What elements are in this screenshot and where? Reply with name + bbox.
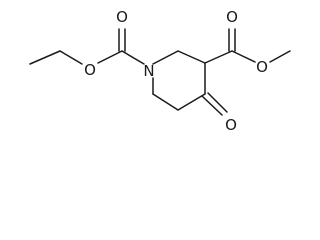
- bond-o-ethyl-ch2: [59, 50, 83, 65]
- atom-oxygen-ketone: O: [225, 116, 237, 134]
- atom-labels: N O O O O O: [84, 8, 268, 134]
- atom-nitrogen: N: [143, 62, 154, 80]
- chemical-structure: N O O O O O: [29, 8, 291, 134]
- bond-group: [29, 28, 291, 116]
- atom-oxygen-methyl-ester: O: [256, 58, 268, 76]
- bond-ester-o: [231, 50, 256, 63]
- bond-c2-c3: [177, 50, 206, 64]
- bond-n-c2: [152, 50, 179, 65]
- bond-ketone-double-a: [201, 95, 223, 116]
- atom-oxygen-carbamate-carbonyl: O: [116, 8, 128, 26]
- atom-oxygen-methyl-ester-carbonyl: O: [226, 8, 238, 26]
- bond-ethyl-ch3: [29, 50, 61, 65]
- bond-c5-c6: [152, 93, 179, 111]
- atom-oxygen-carbamate-ester: O: [84, 61, 96, 79]
- bond-o-methyl: [269, 50, 291, 63]
- bond-c4-c5: [177, 93, 206, 111]
- bond-carbamate-o: [97, 50, 123, 64]
- bond-c3-ester: [204, 50, 233, 64]
- bond-ketone-double-b: [207, 92, 228, 113]
- bond-n-carbamate: [121, 50, 145, 65]
